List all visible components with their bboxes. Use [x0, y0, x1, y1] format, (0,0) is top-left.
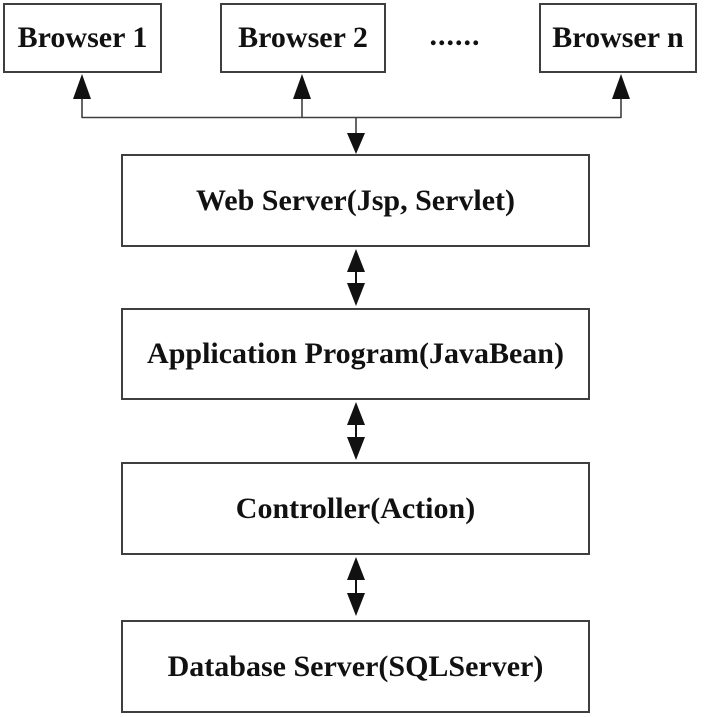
arrow-up-icon — [293, 74, 311, 99]
browser-1-box: Browser 1 — [3, 3, 162, 73]
arrow-up-browser-2 — [293, 74, 311, 118]
controller-box: Controller(Action) — [121, 462, 590, 555]
arrow-up-icon — [612, 74, 630, 99]
web-server-box: Web Server(Jsp, Servlet) — [121, 154, 590, 247]
arrow-up-browser-1 — [73, 74, 91, 118]
browser-n-label: Browser n — [552, 21, 684, 54]
arrow-down-icon — [347, 437, 365, 460]
arrow-up-icon — [347, 249, 365, 272]
web-server-label: Web Server(Jsp, Servlet) — [195, 183, 516, 217]
controller-label: Controller(Action) — [235, 491, 476, 525]
database-server-label: Database Server(SQLServer) — [167, 649, 544, 683]
application-program-box: Application Program(JavaBean) — [121, 308, 590, 400]
double-arrow-web-app — [347, 249, 365, 306]
arrow-down-icon — [347, 283, 365, 306]
arrow-up-icon — [73, 74, 91, 99]
arrow-down-icon — [347, 133, 365, 154]
arrow-down-to-web-server — [347, 117, 365, 154]
arrow-up-browser-n — [612, 74, 630, 118]
browser-n-box: Browser n — [539, 3, 697, 73]
browser-1-label: Browser 1 — [17, 21, 148, 54]
database-server-box: Database Server(SQLServer) — [121, 620, 590, 713]
double-arrow-controller-database — [347, 557, 365, 616]
arrow-up-icon — [347, 557, 365, 580]
arrow-down-icon — [347, 593, 365, 616]
double-arrow-app-controller — [347, 402, 365, 460]
browser-2-label: Browser 2 — [238, 21, 368, 54]
browser-2-box: Browser 2 — [220, 3, 386, 73]
application-program-label: Application Program(JavaBean) — [147, 337, 564, 370]
arrow-up-icon — [347, 402, 365, 425]
browser-ellipsis: ...... — [429, 19, 481, 52]
